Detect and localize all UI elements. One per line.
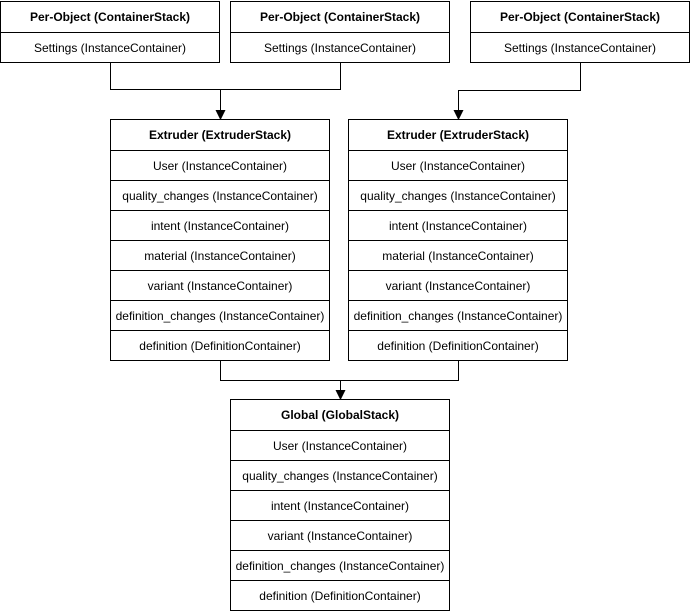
extruder-quality-changes-row: quality_changes (InstanceContainer) [111,180,329,210]
arrowhead-down-icon [335,390,346,401]
connector-perobject12-to-extruder1 [110,63,341,121]
per-object-stack-title: Per-Object (ContainerStack) [259,10,421,24]
extruder-intent-row: intent (InstanceContainer) [111,210,329,240]
extruder-variant-row: variant (InstanceContainer) [111,270,329,300]
extruder-intent-row: intent (InstanceContainer) [349,210,567,240]
extruder-variant-row: variant (InstanceContainer) [349,270,567,300]
global-variant-row: variant (InstanceContainer) [231,520,449,550]
connector-perobject3-to-extruder2 [453,63,581,121]
global-intent-row: intent (InstanceContainer) [231,490,449,520]
global-stack: Global (GlobalStack) User (InstanceConta… [230,399,450,611]
per-object-stack-3: Per-Object (ContainerStack) Settings (In… [470,1,690,63]
extruder-stack-title: Extruder (ExtruderStack) [386,128,530,142]
extruder-stack-title: Extruder (ExtruderStack) [148,128,292,142]
extruder-stack-2: Extruder (ExtruderStack) User (InstanceC… [348,119,568,361]
per-object-settings-row: Settings (InstanceContainer) [1,32,219,62]
extruder-material-row: material (InstanceContainer) [111,240,329,270]
per-object-stack-1: Per-Object (ContainerStack) Settings (In… [0,1,220,63]
per-object-settings-row: Settings (InstanceContainer) [471,32,689,62]
extruder-quality-changes-row: quality_changes (InstanceContainer) [349,180,567,210]
global-definition-changes-row: definition_changes (InstanceContainer) [231,550,449,580]
extruder-material-row: material (InstanceContainer) [349,240,567,270]
extruder-definition-changes-row: definition_changes (InstanceContainer) [349,300,567,330]
extruder-user-row: User (InstanceContainer) [111,150,329,180]
extruder-definition-row: definition (DefinitionContainer) [111,330,329,360]
connector-extruders-to-global [220,361,459,401]
arrowhead-down-icon [453,110,464,121]
extruder-definition-changes-row: definition_changes (InstanceContainer) [111,300,329,330]
per-object-settings-row: Settings (InstanceContainer) [231,32,449,62]
arrowhead-down-icon [215,110,226,121]
global-quality-changes-row: quality_changes (InstanceContainer) [231,460,449,490]
per-object-stack-2: Per-Object (ContainerStack) Settings (In… [230,1,450,63]
per-object-stack-title: Per-Object (ContainerStack) [499,10,661,24]
global-stack-title: Global (GlobalStack) [280,408,400,422]
global-user-row: User (InstanceContainer) [231,430,449,460]
global-definition-row: definition (DefinitionContainer) [231,580,449,610]
per-object-stack-title: Per-Object (ContainerStack) [29,10,191,24]
extruder-stack-1: Extruder (ExtruderStack) User (InstanceC… [110,119,330,361]
extruder-user-row: User (InstanceContainer) [349,150,567,180]
extruder-definition-row: definition (DefinitionContainer) [349,330,567,360]
